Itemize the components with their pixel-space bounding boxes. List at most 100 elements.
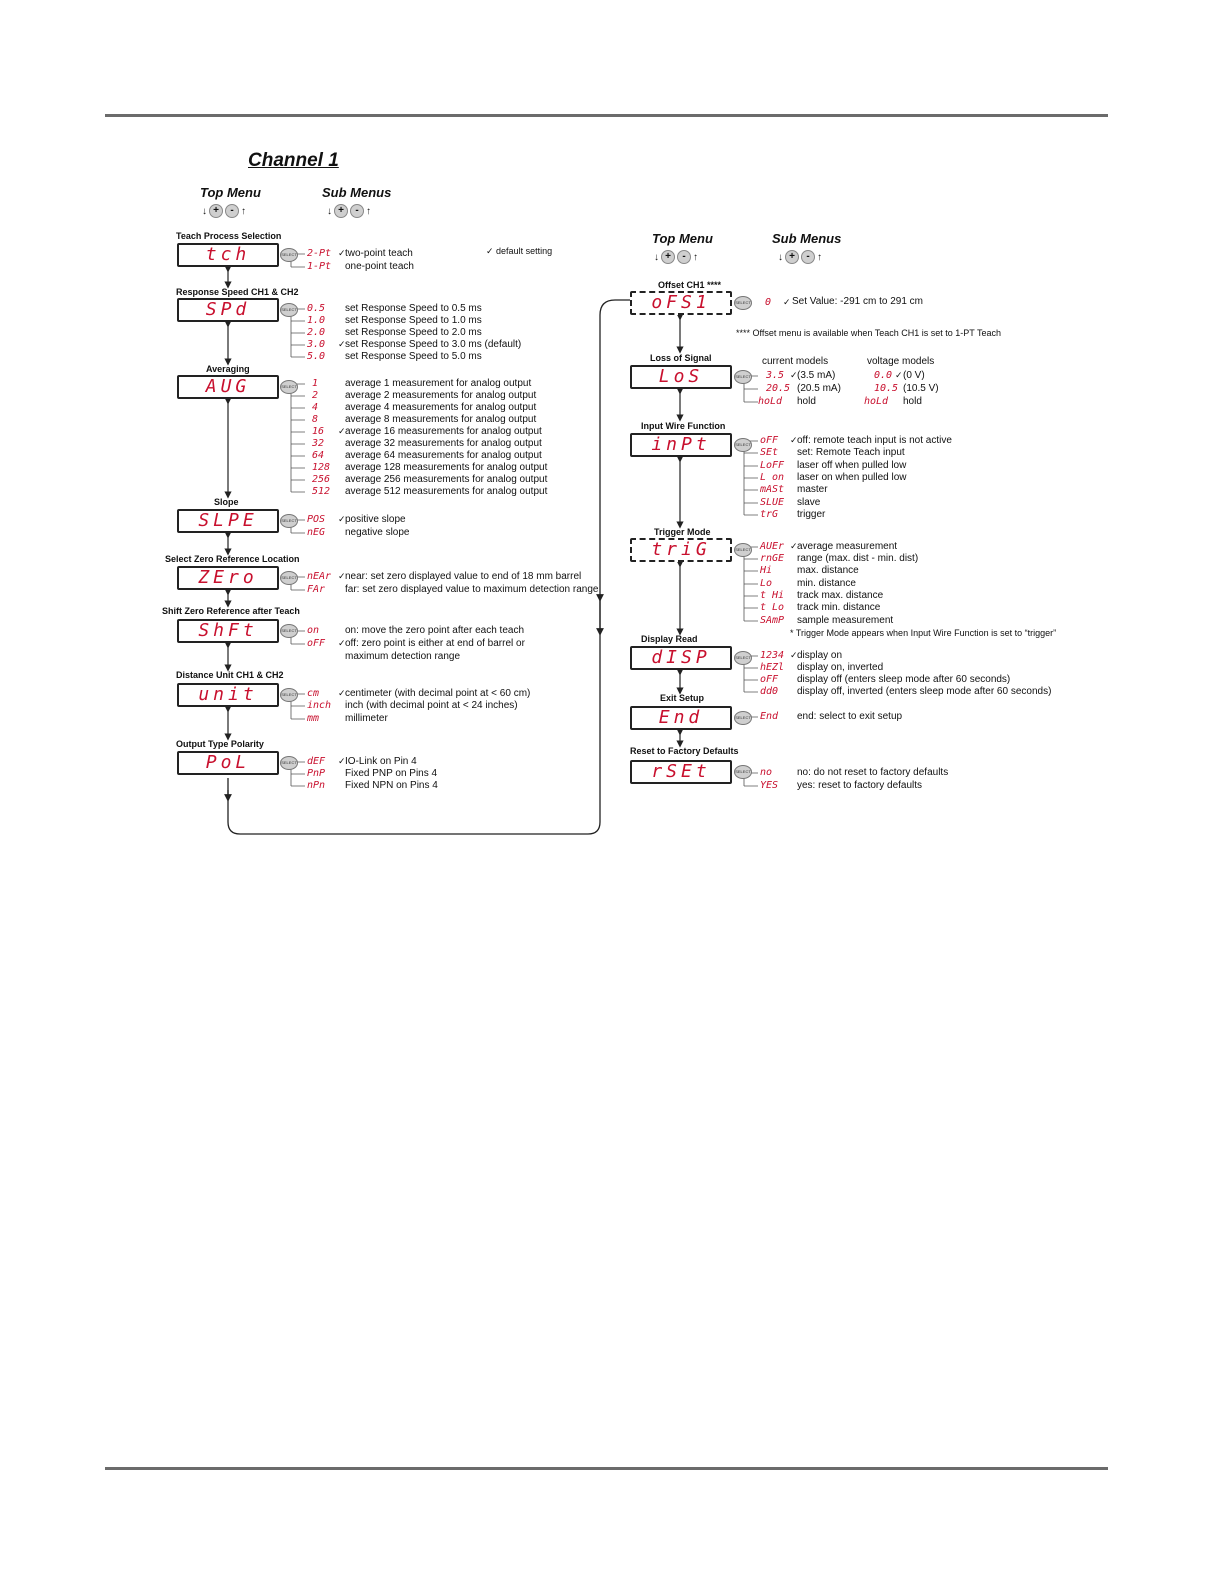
sub-menu-text: set Response Speed to 1.0 ms [345, 315, 482, 326]
up-arrow-icon: ↑ [241, 205, 246, 217]
default-check-icon: ✓ [790, 541, 798, 551]
select-button-icon: SELECT [734, 711, 752, 725]
sub-menu-text: millimeter [345, 713, 388, 724]
sub-menu-code: 128 [312, 462, 331, 473]
loss-current-code: 20.5 [766, 383, 791, 394]
loss-label: Loss of Signal [650, 353, 712, 363]
menu-label: Distance Unit CH1 & CH2 [176, 670, 284, 680]
menu-label: Teach Process Selection [176, 231, 282, 241]
sub-menu-code: SEt [760, 447, 779, 458]
down-arrow-icon: ↓ [778, 251, 783, 263]
sub-menu-code: 2 [312, 390, 319, 401]
right-sub-nav-buttons: ↓ + - ↑ [778, 250, 822, 264]
loss-voltage-text: hold [903, 396, 922, 407]
sub-menu-text: far: set zero displayed value to maximum… [345, 584, 599, 595]
sub-menu-code: 2-Pt [307, 248, 332, 259]
menu-label: Response Speed CH1 & CH2 [176, 287, 299, 297]
sub-menu-text: display off, inverted (enters sleep mode… [797, 686, 1052, 697]
right-sub-menus-header: Sub Menus [772, 231, 842, 246]
sub-menu-code: oFF [760, 435, 779, 446]
sub-menu-text: average 128 measurements for analog outp… [345, 462, 548, 473]
sub-menu-code: 4 [312, 402, 319, 413]
default-check-icon: ✓ [790, 435, 798, 445]
default-check-icon: ✓ [895, 370, 903, 380]
sub-menu-code: nEG [307, 527, 326, 538]
sub-menu-code: YES [760, 780, 779, 791]
sub-menu-text: average measurement [797, 541, 898, 552]
menu-display: tch [177, 243, 279, 267]
sub-menu-text: set Response Speed to 3.0 ms (default) [345, 339, 522, 350]
menu-display: rSEt [630, 760, 732, 784]
minus-button-icon: - [350, 204, 364, 218]
sub-menu-code: dEF [307, 756, 326, 767]
sub-menu-text: laser on when pulled low [797, 472, 907, 483]
offset-code: 0 [765, 297, 772, 308]
sub-menu-text: average 32 measurements for analog outpu… [345, 438, 542, 449]
select-button-icon: SELECT [280, 303, 298, 317]
menu-label: Averaging [206, 364, 250, 374]
default-check-icon: ✓ [338, 571, 346, 581]
menu-label: Input Wire Function [641, 421, 726, 431]
bottom-rule [105, 1467, 1108, 1470]
sub-menu-text: inch (with decimal point at < 24 inches) [345, 700, 518, 711]
menu-display: triG [630, 538, 732, 562]
default-setting-note: default setting [496, 246, 553, 256]
loss-current-code: hoLd [758, 396, 783, 407]
sub-menu-text: two-point teach [345, 248, 413, 259]
default-check-icon: ✓ [790, 650, 798, 660]
sub-menu-text: average 16 measurements for analog outpu… [345, 426, 542, 437]
right-top-menu-header: Top Menu [652, 231, 713, 246]
menu-display: End [630, 706, 732, 730]
sub-menu-code: mASt [760, 484, 785, 495]
sub-menu-text: Fixed PNP on Pins 4 [345, 768, 438, 779]
top-rule [105, 114, 1108, 117]
select-button-icon: SELECT [280, 248, 298, 262]
minus-button-icon: - [225, 204, 239, 218]
menu-display: SLPE [177, 509, 279, 533]
left-top-menu-header: Top Menu [200, 185, 261, 200]
sub-menu-code: 256 [312, 474, 331, 485]
default-check-icon: ✓ [338, 756, 346, 766]
loss-col-voltage: voltage models [867, 356, 935, 367]
default-check-icon: ✓ [338, 248, 346, 258]
flow-connector-lines [224, 253, 758, 835]
sub-menu-code: hEZl [760, 662, 785, 673]
select-button-icon: SELECT [734, 543, 752, 557]
sub-menu-code: SLUE [760, 497, 785, 508]
sub-menu-code: 8 [312, 414, 319, 425]
sub-menu-code: POS [307, 514, 326, 525]
sub-menu-text: end: select to exit setup [797, 711, 903, 722]
sub-menu-code: 5.0 [307, 351, 326, 362]
sub-menu-text: set: Remote Teach input [797, 447, 905, 458]
sub-menu-text: average 8 measurements for analog output [345, 414, 537, 425]
menu-display: SPd [177, 298, 279, 322]
sub-menu-text: yes: reset to factory defaults [797, 780, 923, 791]
minus-button-icon: - [801, 250, 815, 264]
default-setting-legend: ✓ default setting [486, 246, 553, 256]
sub-menu-code: L on [760, 472, 785, 483]
sub-menu-text: slave [797, 497, 821, 508]
sub-menu-code: 1234 [760, 650, 785, 661]
sub-menu-code: Hi [760, 565, 773, 576]
sub-menu-text: display on [797, 650, 843, 661]
sub-menu-code: 0.5 [307, 303, 326, 314]
offset-text: Set Value: -291 cm to 291 cm [792, 296, 923, 307]
default-check-icon: ✓ [783, 297, 791, 307]
menu-label: Exit Setup [660, 693, 705, 703]
select-button-icon: SELECT [734, 651, 752, 665]
left-sub-menus-header: Sub Menus [322, 185, 392, 200]
sub-menu-code: cm [307, 688, 320, 699]
menu-label: Display Read [641, 634, 698, 644]
select-button-icon: SELECT [280, 571, 298, 585]
sub-menu-text: off: zero point is either at end of barr… [345, 638, 525, 649]
sub-menu-text: display on, inverted [797, 662, 884, 673]
sub-menu-tree-line [290, 693, 305, 720]
left-sub-nav-buttons: ↓ + - ↑ [327, 204, 371, 218]
sub-menu-code: on [307, 625, 320, 636]
sub-menu-text: on: move the zero point after each teach [345, 625, 524, 636]
sub-menu-text: one-point teach [345, 261, 414, 272]
sub-menu-text: trigger [797, 509, 826, 520]
sub-menu-code: dd0 [760, 686, 779, 697]
sub-menu-text: positive slope [345, 514, 406, 525]
sub-menu-code: 512 [312, 486, 331, 497]
